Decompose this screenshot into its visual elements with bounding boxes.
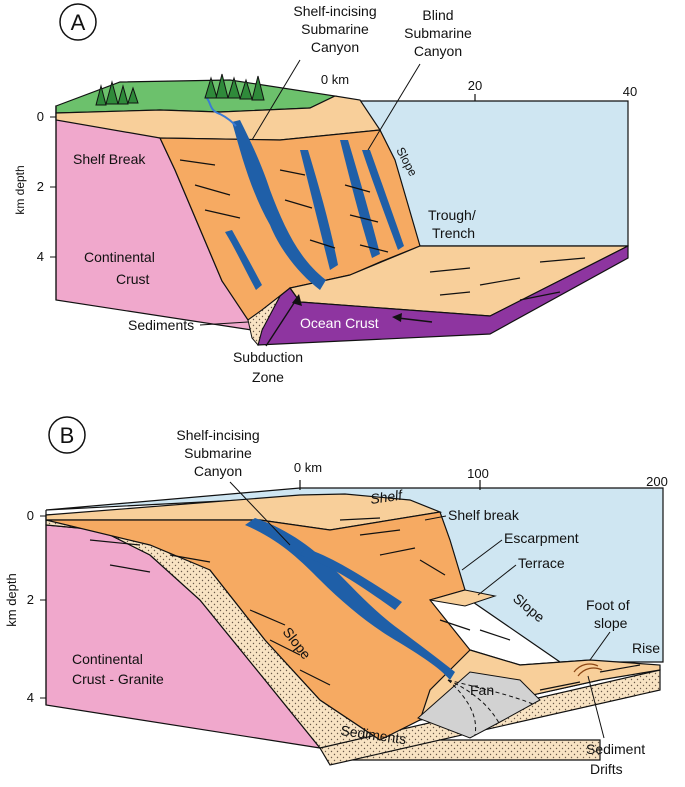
panel-a-label-blind-3: Canyon [414, 43, 462, 59]
panel-b-dist-200: 200 [646, 474, 668, 489]
panel-a-leader-sediments [199, 321, 249, 326]
panel-a-label-shelf-break: Shelf Break [73, 151, 146, 167]
panel-a-label-blind: Blind [422, 7, 453, 23]
panel-b-label-shelf-break: Shelf break [448, 507, 520, 523]
panel-b-label-drifts-2: Drifts [590, 761, 623, 777]
panel-a-leader-blind [367, 63, 421, 151]
panel-b-leader-terrace [477, 564, 517, 596]
panel-b: B 0 km 100 200 [4, 416, 668, 777]
panel-a-letter: A [71, 10, 86, 35]
panel-a-canyon-main [232, 120, 326, 290]
panel-b-label-rise: Rise [632, 640, 660, 656]
panel-a-label-blind-2: Submarine [404, 25, 472, 41]
panel-a-depth-title: km depth [13, 165, 27, 214]
panel-b-fan [417, 671, 541, 739]
panel-a-depth-2: 2 [37, 179, 44, 194]
panel-a-arrow-ocean-head [392, 313, 402, 322]
panel-a-label-subduction-2: Zone [252, 369, 284, 385]
panel-b-dist-100: 100 [467, 466, 489, 481]
panel-a-label-continental: Continental [84, 249, 155, 265]
panel-b-letter: B [60, 423, 75, 448]
panel-a-river [204, 95, 237, 127]
panel-b-label-continental: Continental [72, 651, 143, 667]
panel-a-sediments [247, 295, 281, 347]
panel-b-badge [48, 416, 86, 454]
panel-a-arrow-ocean [397, 317, 433, 323]
panel-b-label-continental-2: Crust - Granite [72, 671, 164, 687]
panel-b-label-escarpment: Escarpment [504, 530, 579, 546]
panel-b-fan-lines [447, 679, 536, 736]
panel-a-canyon-blind [362, 150, 404, 250]
panel-a-label-shelf-incising-3: Canyon [311, 39, 359, 55]
panel-b-label-foot: Foot of [586, 597, 630, 613]
panel-a-strata [179, 159, 586, 301]
panel-b-depth-title: km depth [4, 573, 19, 626]
panel-a-canyon-4 [225, 230, 262, 290]
panel-b-label-foot-2: slope [594, 615, 628, 631]
panel-b-canyon-main [245, 518, 455, 680]
panel-b-dist-0: 0 km [294, 460, 322, 475]
panel-b-label-fan: Fan [470, 682, 494, 698]
panel-a-label-subduction: Subduction [233, 349, 303, 365]
panel-b-label-drifts: Sediment [586, 741, 645, 757]
panel-a-label-ocean-crust: Ocean Crust [300, 315, 379, 331]
panel-b-label-shelf: Shelf [369, 486, 405, 507]
panel-a-dist-20: 20 [468, 78, 482, 93]
panel-b-strata [89, 517, 641, 691]
panel-a-canyon-3 [340, 140, 380, 258]
panel-b-label-shelf-incising-2: Submarine [184, 445, 252, 461]
panel-a-depth-0: 0 [37, 109, 44, 124]
panel-a-trees [95, 73, 265, 106]
panel-a-dist-0: 0 km [321, 72, 349, 87]
panel-b-canyon-branch [300, 548, 402, 610]
panel-a-badge [59, 3, 97, 41]
panel-b-leader-foot [589, 631, 611, 661]
panel-a-dist-40: 40 [623, 84, 637, 99]
panel-a-leader-shelf-incising [251, 59, 301, 141]
panel-b-label-shelf-incising: Shelf-incising [176, 427, 259, 443]
panel-b-drifts [573, 663, 603, 677]
panel-a-shelf [55, 95, 382, 141]
panel-b-depth-4: 4 [27, 690, 34, 705]
panel-b-label-terrace: Terrace [518, 555, 565, 571]
panel-b-depth-2: 2 [27, 592, 34, 607]
panel-a-label-trough: Trough/ [428, 207, 476, 223]
panel-a-depth-4: 4 [37, 249, 44, 264]
panel-a-label-shelf-incising-2: Submarine [301, 21, 369, 37]
panel-b-leader-shelf-break [424, 515, 447, 521]
panel-a-arrow-subduction-head [292, 294, 302, 306]
panel-b-label-shelf-incising-3: Canyon [194, 463, 242, 479]
panel-a-label-sediments: Sediments [128, 317, 194, 333]
panel-a-label-shelf-incising: Shelf-incising [293, 3, 376, 19]
panel-a-arrow-subduction [265, 299, 297, 347]
panel-b-leader-drifts [587, 675, 605, 739]
panel-b-leader-escarpment [461, 539, 503, 571]
panel-a-label-continental-2: Crust [116, 271, 150, 287]
panel-b-depth-0: 0 [27, 508, 34, 523]
panel-a: A 0 km 20 40 [13, 3, 637, 385]
panel-a-label-trough-2: Trench [432, 225, 475, 241]
panel-b-leader-shelf-incising [229, 481, 291, 546]
panel-a-canyon-2 [300, 150, 338, 270]
